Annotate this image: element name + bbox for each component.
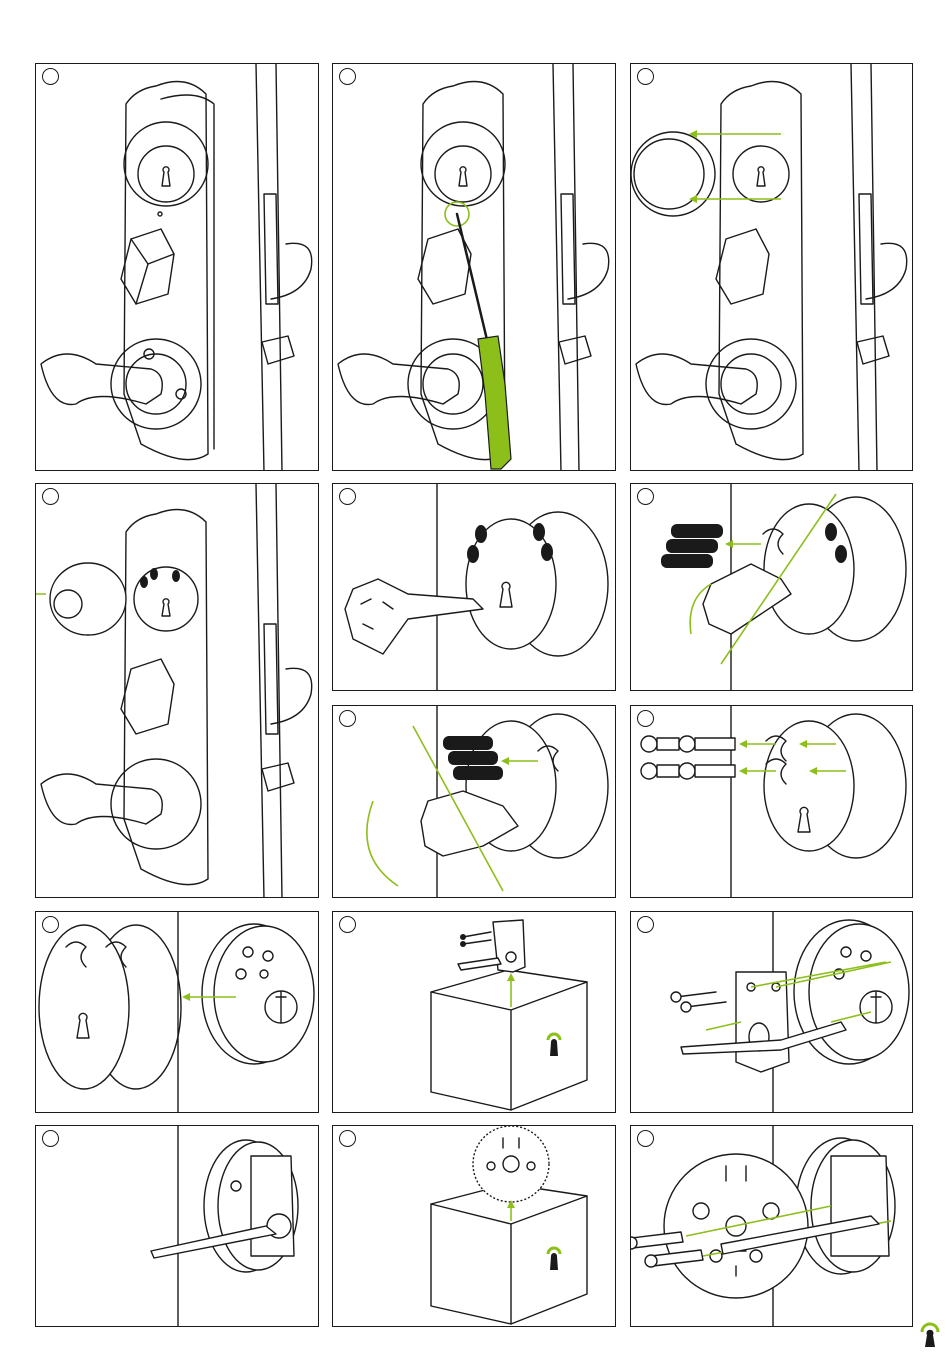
step-3-panel [630,63,913,471]
step-number-circle [339,916,356,933]
step-12-panel [35,1125,319,1327]
step-5-panel [332,483,616,691]
cylinder-cover-removal-icon [631,64,913,471]
screws-insert-icon [631,706,913,898]
step-8-panel [630,705,913,898]
cylinder-mount-icon [36,912,319,1113]
step-9-panel [35,911,319,1113]
step-number-circle [42,488,59,505]
tailpiece-icon [36,1126,319,1327]
step-number-circle [339,710,356,727]
step-number-circle [42,68,59,85]
step-4-panel [35,483,319,898]
keyhole-logo-icon [918,1322,942,1350]
step-number-circle [339,488,356,505]
key-turn-pins-icon [631,484,913,691]
mounting-plate-install-icon [631,1126,913,1327]
step-11-panel [630,911,913,1113]
step-number-circle [637,488,654,505]
step-14-panel [630,1125,913,1327]
cylinder-removal-icon [36,484,319,898]
bracket-mount-icon [631,912,913,1113]
step-number-circle [637,710,654,727]
step-1-panel [35,63,319,471]
step-number-circle [339,1130,356,1147]
step-6-panel [630,483,913,691]
step-number-circle [42,1130,59,1147]
key-insert-icon [333,484,616,691]
bracket-box-icon [333,912,616,1113]
step-2-panel [332,63,616,471]
step-13-panel [332,1125,616,1327]
step-number-circle [339,68,356,85]
step-number-circle [42,916,59,933]
step-10-panel [332,911,616,1113]
step-number-circle [637,1130,654,1147]
door-lock-assembly-icon [36,64,319,471]
step-number-circle [637,916,654,933]
mounting-plate-box-icon [333,1126,616,1327]
screwdriver-icon [333,64,616,471]
step-number-circle [637,68,654,85]
step-7-panel [332,705,616,898]
key-rotate-pins-icon [333,706,616,898]
